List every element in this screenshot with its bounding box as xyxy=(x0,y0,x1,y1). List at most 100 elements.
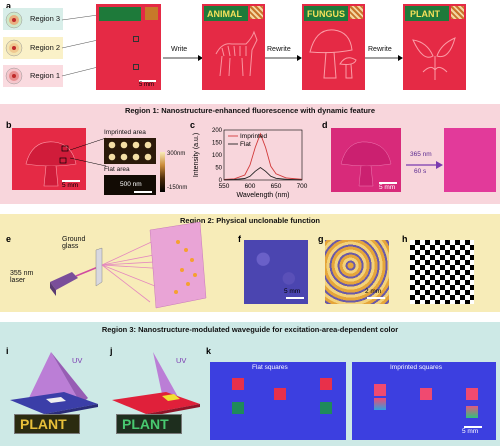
panel-label-k: k xyxy=(206,346,212,356)
speckle-image-purple: 5 mm xyxy=(244,240,308,304)
mushroom-pattern xyxy=(309,29,357,79)
scale-label: 2 mm xyxy=(365,288,382,295)
imprinted-squares-label: Imprinted squares xyxy=(390,364,443,371)
word-plant-yellow: PLANT xyxy=(20,416,67,432)
panel-label-g: g xyxy=(318,234,324,244)
panel-label-c: c xyxy=(190,120,196,130)
word-plant: PLANT xyxy=(410,9,440,19)
scale-bar xyxy=(379,182,397,184)
fungus-word-box xyxy=(304,6,348,21)
plant-word-box xyxy=(405,6,449,21)
plant-output-i: PLANT xyxy=(14,414,80,434)
panel-label-e: e xyxy=(6,234,12,244)
scale-label: 5 mm xyxy=(462,428,479,435)
scale-label: 5 mm xyxy=(139,82,154,88)
scale-label: 5 mm xyxy=(62,182,79,189)
uv-duration: 60 s xyxy=(414,168,427,175)
zoom-lines xyxy=(69,137,107,167)
imprinted-square-2 xyxy=(420,388,432,400)
panel-label-j: j xyxy=(110,346,113,356)
flat-square-3 xyxy=(320,378,332,390)
height-colorbar xyxy=(160,152,165,192)
region-3-title: Region 3: Nanostructure-modulated wavegu… xyxy=(101,325,399,334)
flat-squares-image xyxy=(210,362,346,440)
region-icons xyxy=(5,11,23,85)
flat-square-4 xyxy=(232,402,244,414)
word-fungus: FUNGUS xyxy=(307,9,345,19)
y-tick-label: 200 xyxy=(212,128,223,134)
imprinted-square-5 xyxy=(466,406,478,418)
uv-exposure-arrow xyxy=(406,161,443,169)
y-tick-label: 50 xyxy=(215,166,222,172)
rewrite-arrow-label-1: Rewrite xyxy=(267,46,291,53)
animal-word-box xyxy=(204,6,248,21)
flat-squares-label: Flat squares xyxy=(252,364,288,371)
flat-square-2 xyxy=(274,388,286,400)
imprinted-square-1 xyxy=(374,384,386,396)
puf-setup xyxy=(50,221,207,309)
fungus-outline-before xyxy=(340,141,392,187)
uv-label-j: UV xyxy=(176,356,187,365)
y-tick-label: 150 xyxy=(212,141,223,147)
region-3-strip xyxy=(99,7,141,21)
plant-qr xyxy=(451,6,464,19)
flat-square-1 xyxy=(232,378,244,390)
panel-label-b: b xyxy=(6,120,12,130)
fungus-qr xyxy=(350,6,363,19)
panel-label-i: i xyxy=(6,346,9,356)
word-animal: ANIMAL xyxy=(207,9,242,19)
nanodot-array xyxy=(108,141,152,161)
region-2-marker xyxy=(133,36,139,42)
animal-qr xyxy=(250,6,263,19)
fungus-outline xyxy=(25,141,77,187)
imprinted-square-3 xyxy=(466,388,478,400)
sample-plant: PLANT xyxy=(403,4,466,90)
series-line-flat xyxy=(223,166,303,181)
uv-wavelength: 365 nm xyxy=(410,151,432,158)
rewrite-arrow-label-2: Rewrite xyxy=(368,46,392,53)
y-tick-label: 0 xyxy=(219,178,223,184)
legend-entry-flat: Flat xyxy=(240,141,251,148)
imprinted-square-4 xyxy=(374,398,386,410)
laser-label: 355 nm laser xyxy=(10,270,34,284)
colorbar-min: -150nm xyxy=(167,185,188,191)
x-axis-label: Wavelength (nm) xyxy=(236,192,289,199)
imprinted-area-label: Imprinted area xyxy=(104,129,146,136)
legend-entry-imprinted: Imprinted xyxy=(240,133,267,140)
after-uv-image xyxy=(444,128,496,192)
x-tick-label: 650 xyxy=(271,183,282,190)
panel-a: a Region 3 Region 2 Region 1 5 mm Write … xyxy=(0,0,500,96)
sample-blank: 5 mm xyxy=(96,4,161,90)
process-arrows xyxy=(163,55,403,61)
scale-bar xyxy=(367,297,385,299)
waveguide-diagram-i xyxy=(10,352,98,417)
speckle-image-color: 2 mm xyxy=(325,240,389,304)
ground-glass-label: Ground glass xyxy=(62,236,86,250)
sample-animal: ANIMAL xyxy=(202,4,265,90)
region-1-marker xyxy=(133,64,139,70)
panel-label-a: a xyxy=(6,1,12,11)
imprinted-squares-image: 5 mm xyxy=(352,362,496,440)
x-tick-label: 700 xyxy=(297,183,308,190)
binary-key-image xyxy=(410,240,474,304)
x-tick-label: 600 xyxy=(245,183,256,190)
imprinted-afm-image xyxy=(104,138,156,164)
scale-bar xyxy=(139,80,156,82)
scale-bar xyxy=(464,426,482,428)
write-arrow-label: Write xyxy=(171,46,188,53)
panel-label-f: f xyxy=(238,234,241,244)
scale-label: 5 mm xyxy=(284,288,301,295)
before-uv-image: 5 mm xyxy=(331,128,401,192)
region-connectors xyxy=(61,14,99,77)
scale-bar xyxy=(134,191,152,193)
region-2-title: Region 2: Physical unclonable function xyxy=(179,216,321,225)
series-line-imprinted xyxy=(223,132,303,180)
inset-scale-label: 500 nm xyxy=(120,181,142,188)
colorbar-max: 300nm xyxy=(167,151,186,157)
word-plant-green: PLANT xyxy=(122,416,169,432)
plant-output-j: PLANT xyxy=(116,414,182,434)
waveguide-diagram-j xyxy=(112,352,200,417)
flat-area-label: Flat area xyxy=(104,166,130,173)
scale-bar xyxy=(62,180,80,182)
